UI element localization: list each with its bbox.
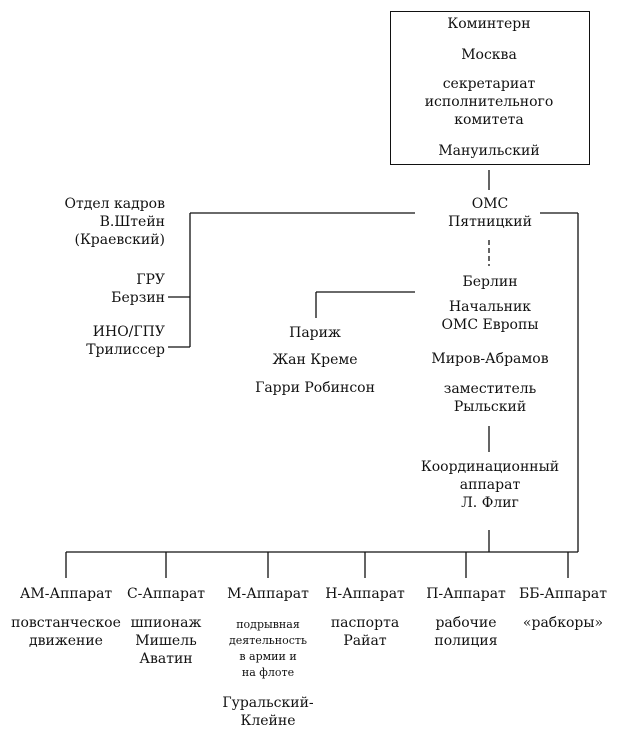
apparat-p-name: П-Аппарат [426,586,506,602]
berlin-title: Начальник ОМС Европы [441,299,539,333]
apparat-p-function: рабочие полиция [434,615,498,649]
gru-head: Берзин [111,290,165,306]
paris-name: Париж [289,325,341,341]
apparat-s-name: С-Аппарат [126,586,206,602]
comintern-box [390,11,590,165]
apparat-bb-name: ББ-Аппарат [519,586,607,602]
apparat-m-head: Гуральский- Клейне [222,695,314,729]
coordination-name: Координационный аппарат [420,459,560,493]
comintern-name: Коминтерн [447,16,531,32]
ino-gpu-head: Трилиссер [86,342,165,358]
apparat-n-function: паспорта [330,615,400,631]
coordination-head: Л. Флиг [461,495,519,511]
paris-person-2: Гарри Робинсон [255,380,375,396]
oms-name: ОМС [471,196,509,212]
comintern-body: секретариат исполнительного комитета [424,76,554,128]
comintern-head: Мануильский [438,143,540,159]
apparat-am-function: повстанческое движение [11,615,121,649]
berlin-deputy-title: заместитель [443,381,537,397]
berlin-chief: Миров-Абрамов [431,351,549,367]
apparat-am-name: АМ-Аппарат [19,586,113,602]
apparat-s-function: шпионаж [130,615,202,631]
ino-gpu-name: ИНО/ГПУ [92,324,165,340]
paris-person-1: Жан Креме [272,352,358,368]
apparat-m-name: М-Аппарат [227,586,309,602]
apparat-n-head: Райат [343,633,387,649]
apparat-s-head: Мишель Аватин [135,633,197,667]
personnel-dept-name: Отдел кадров [64,196,165,212]
apparat-m-function: подрывная деятельность в армии и на флот… [229,618,307,679]
apparat-bb-function: «рабкоры» [522,615,604,631]
berlin-deputy: Рыльский [453,399,527,415]
oms-head: Пятницкий [448,214,532,230]
gru-name: ГРУ [136,272,165,288]
apparat-n-name: Н-Аппарат [325,586,405,602]
berlin-name: Берлин [462,274,518,290]
comintern-city: Москва [461,47,517,63]
personnel-dept-head: В.Штейн (Краевский) [74,214,166,248]
